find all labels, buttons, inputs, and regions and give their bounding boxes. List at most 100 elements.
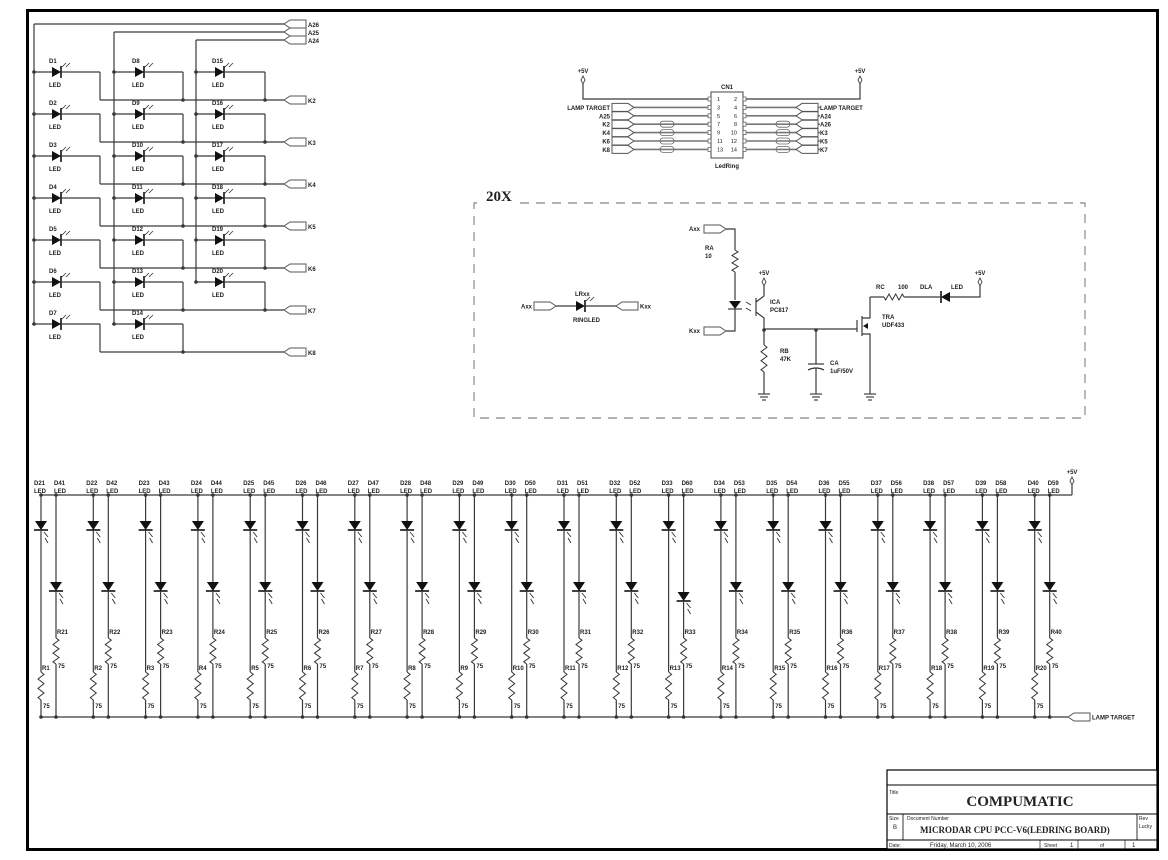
diode-value-label: LED bbox=[132, 293, 145, 299]
resistor-ref-label: R36 bbox=[842, 630, 854, 636]
light-arrows-icon bbox=[585, 296, 595, 302]
light-arrows-icon bbox=[215, 592, 221, 605]
diode-ref-label: D24 bbox=[191, 481, 203, 487]
resistor-icon bbox=[978, 671, 987, 701]
diode-ref-label: D60 bbox=[682, 481, 694, 487]
ground-icon bbox=[758, 393, 770, 401]
cn1-left-net-label: A25 bbox=[599, 114, 611, 120]
light-arrows-icon bbox=[581, 592, 587, 605]
cn1-pin bbox=[742, 121, 747, 127]
diode-value-label: LED bbox=[452, 489, 465, 495]
resistor-value-label: 75 bbox=[671, 704, 678, 710]
diode-ref-label: D55 bbox=[839, 481, 851, 487]
diode-triangle bbox=[206, 582, 219, 591]
tra-value-label: UDF433 bbox=[882, 323, 905, 329]
light-arrows-icon bbox=[252, 531, 258, 544]
cn1-pin bbox=[742, 105, 747, 110]
resistor-ref-label: R7 bbox=[356, 666, 364, 672]
vcc-arrow bbox=[1069, 475, 1075, 487]
diode-ref-label: D4 bbox=[49, 185, 57, 191]
diode-ref-label: D40 bbox=[1028, 481, 1040, 487]
diode-value-label: LED bbox=[132, 167, 145, 173]
resistor-ref-label: R28 bbox=[423, 630, 435, 636]
diode-ref-label: D45 bbox=[263, 481, 275, 487]
ca-ref-label: CA bbox=[830, 361, 839, 367]
diode-triangle bbox=[215, 109, 224, 119]
light-arrows-icon bbox=[790, 592, 796, 605]
diode-ref-label: D31 bbox=[557, 481, 569, 487]
resistor-ref-label: R30 bbox=[528, 630, 540, 636]
resistor-icon bbox=[664, 671, 673, 701]
vcc-supply-icon: +5V bbox=[855, 69, 865, 86]
resistor-ref-label: R12 bbox=[617, 666, 629, 672]
resistor-value-label: 75 bbox=[424, 664, 431, 670]
diode-value-label: LED bbox=[212, 209, 225, 215]
diode-triangle bbox=[215, 277, 224, 287]
diode-ref-label: D27 bbox=[348, 481, 360, 487]
diode-ref-label: D58 bbox=[995, 481, 1007, 487]
date-value: Friday, March 10, 2006 bbox=[930, 843, 992, 849]
cn1-pin bbox=[707, 113, 712, 119]
ra-ref-label: RA bbox=[705, 246, 714, 252]
resistor-ref-label: R32 bbox=[632, 630, 644, 636]
resistor-icon bbox=[403, 671, 411, 701]
diode-value-label: LED bbox=[49, 125, 62, 131]
driver-cathode-port bbox=[703, 326, 727, 336]
diode-triangle bbox=[468, 582, 481, 591]
diode-triangle bbox=[102, 582, 115, 591]
light-arrows-icon bbox=[144, 230, 154, 236]
sheet-border bbox=[26, 9, 1159, 851]
resistor-ref-label: R5 bbox=[251, 666, 259, 672]
diode-ref-label: D57 bbox=[943, 481, 955, 487]
diode-ref-label: D32 bbox=[609, 481, 621, 487]
light-arrows-icon bbox=[880, 531, 886, 544]
diode-ref-label: D42 bbox=[106, 481, 118, 487]
size-value: B bbox=[893, 825, 897, 831]
diode-triangle bbox=[244, 521, 257, 530]
diode-value-label: LED bbox=[734, 489, 747, 495]
resistor-value-label: 75 bbox=[843, 664, 850, 670]
diode-triangle bbox=[363, 582, 376, 591]
light-arrows-icon bbox=[144, 62, 154, 68]
diode-triangle bbox=[135, 235, 144, 245]
diode-triangle bbox=[154, 582, 167, 591]
resistor-ref-label: R33 bbox=[685, 630, 697, 636]
diode-ref-label: D56 bbox=[891, 481, 903, 487]
cn1-pin-number: 13 bbox=[717, 147, 723, 153]
cn1-part-label: LedRing bbox=[715, 164, 739, 170]
resistor-value-label: 75 bbox=[357, 704, 364, 710]
diode-triangle bbox=[52, 319, 61, 329]
resistor-value-label: 75 bbox=[723, 704, 730, 710]
mosfet-source bbox=[862, 333, 871, 394]
resistor-icon bbox=[575, 637, 583, 665]
diode-triangle bbox=[625, 582, 638, 591]
phototransistor-emitter bbox=[755, 311, 765, 329]
top-connector-a25 bbox=[283, 27, 307, 37]
net-tag bbox=[659, 120, 675, 128]
vcc-label: +5V bbox=[975, 271, 986, 277]
diode-ref-label: D30 bbox=[505, 481, 517, 487]
diode-ref-label: D21 bbox=[34, 481, 46, 487]
diode-value-label: LED bbox=[682, 489, 695, 495]
cn1-right-port bbox=[795, 136, 819, 146]
resistor-value-label: 75 bbox=[148, 704, 155, 710]
resistor-value-label: 75 bbox=[95, 704, 102, 710]
driver-anode-label: Axx bbox=[689, 227, 701, 233]
light-arrows-icon bbox=[372, 592, 378, 605]
light-arrows-icon bbox=[1037, 531, 1043, 544]
resistor-value-label: 75 bbox=[461, 704, 468, 710]
cn1-pin-number: 4 bbox=[734, 105, 737, 111]
size-label: Size bbox=[889, 816, 899, 822]
cn1-left-net-label: LAMP TARGET bbox=[567, 106, 610, 112]
light-arrows-icon bbox=[738, 592, 744, 605]
resistor-value-label: 75 bbox=[790, 664, 797, 670]
resistor-ref-label: R19 bbox=[983, 666, 995, 672]
diode-ref-label: D39 bbox=[975, 481, 987, 487]
light-arrows-icon bbox=[61, 104, 71, 110]
